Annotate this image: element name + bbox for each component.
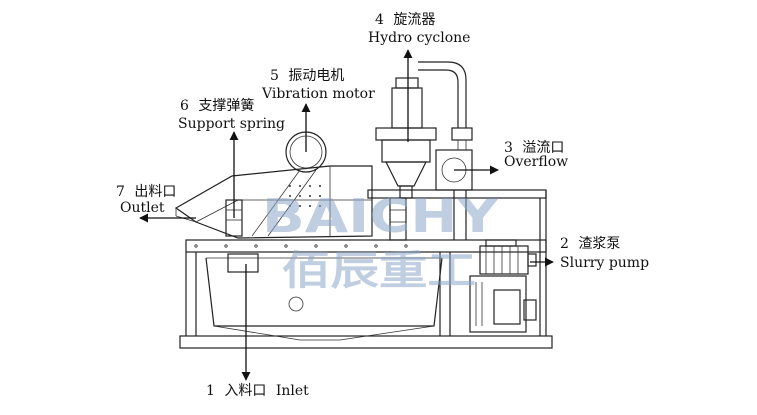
callout-slurry-pump: 2 渣浆泵 Slurry pump: [560, 236, 649, 271]
callout-arrows: [139, 49, 554, 381]
callout-number: 2: [560, 236, 569, 252]
svg-text:6 支撑弹簧: 6 支撑弹簧: [180, 98, 254, 114]
watermark-latin: BAICHY: [262, 189, 499, 243]
svg-text:2 渣浆泵: 2 渣浆泵: [560, 236, 620, 252]
callout-label-en: Hydro cyclone: [368, 30, 470, 46]
svg-text:7 出料口: 7 出料口: [116, 184, 176, 200]
watermark: BAICHY 佰辰重工: [262, 189, 499, 294]
callout-label-en: Vibration motor: [261, 86, 375, 102]
callout-label-en: Slurry pump: [560, 255, 649, 271]
callout-label-cn: 出料口: [134, 184, 176, 200]
callout-label-en: Outlet: [120, 200, 165, 216]
callout-number: 5: [270, 68, 279, 84]
svg-text:4 旋流器: 4 旋流器: [375, 12, 435, 28]
svg-text:5 振动电机: 5 振动电机: [270, 68, 344, 84]
callout-label-cn: 振动电机: [288, 68, 344, 84]
callout-overflow: 3 溢流口 Overflow: [504, 140, 568, 170]
callout-outlet: 7 出料口 Outlet: [116, 184, 176, 216]
callout-number: 3: [504, 140, 513, 156]
callout-number: 6: [180, 98, 189, 114]
svg-text:3 溢流口: 3 溢流口: [504, 140, 564, 156]
callout-number: 1: [206, 383, 215, 399]
callout-label-en: Inlet: [276, 383, 309, 399]
callout-vibration-motor: 5 振动电机 Vibration motor: [261, 68, 375, 102]
callout-support-spring: 6 支撑弹簧 Support spring: [178, 98, 285, 132]
callout-number: 7: [116, 184, 125, 200]
callout-number: 4: [375, 12, 384, 28]
callout-label-cn: 入料口: [224, 383, 266, 399]
callout-inlet: 1 入料口 Inlet: [206, 383, 309, 399]
callout-label-cn: 旋流器: [393, 12, 435, 28]
watermark-chinese: 佰辰重工: [282, 248, 476, 294]
callout-label-cn: 溢流口: [522, 140, 564, 156]
callout-label-cn: 支撑弹簧: [198, 98, 254, 114]
callout-hydro-cyclone: 4 旋流器 Hydro cyclone: [368, 12, 470, 46]
callout-label-en: Support spring: [178, 116, 285, 132]
machine-drawing: [174, 61, 553, 349]
callout-label-en: Overflow: [504, 154, 568, 170]
callout-label-cn: 渣浆泵: [578, 236, 620, 252]
svg-text:1 入料口 Inlet: 1 入料口 Inlet: [206, 383, 309, 399]
